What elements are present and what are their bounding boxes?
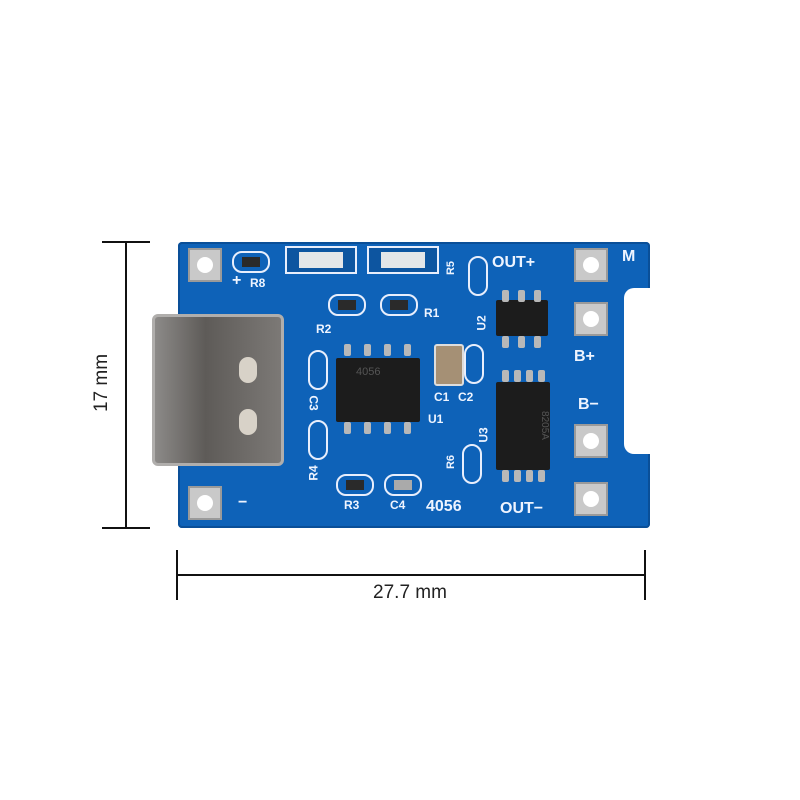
label-c1: C1 (434, 390, 450, 404)
resistor-r1 (380, 294, 418, 316)
capacitor-c4 (384, 474, 422, 496)
height-dimension-bottom-tick (102, 527, 150, 529)
capacitor-c1 (434, 344, 464, 386)
pad-b-plus (574, 302, 608, 336)
label-u3: U3 (476, 427, 491, 443)
capacitor-c3 (308, 350, 328, 390)
label-r5: R5 (445, 260, 458, 276)
capacitor-c2 (464, 344, 484, 384)
label-c2: C2 (458, 390, 474, 404)
resistor-r5 (468, 256, 488, 296)
width-dimension-line (176, 574, 646, 576)
label-model-4056: 4056 (426, 498, 462, 515)
height-dimension-line (125, 241, 127, 529)
led-red (285, 246, 357, 274)
label-m: M (622, 248, 636, 265)
label-b-plus: B+ (574, 348, 595, 365)
height-dimension-label: 17 mm (91, 353, 112, 413)
label-r8: R8 (250, 276, 266, 290)
usb-type-c-connector (152, 314, 284, 466)
label-c3: C3 (306, 395, 321, 411)
chip-u2 (496, 300, 548, 336)
u1-marking: 4056 (356, 366, 381, 378)
label-minus: − (238, 494, 248, 511)
resistor-r2 (328, 294, 366, 316)
label-u1: U1 (428, 412, 444, 426)
pad-out-minus (574, 482, 608, 516)
label-out-minus: OUT− (500, 500, 544, 517)
resistor-r3 (336, 474, 374, 496)
label-out-plus: OUT+ (492, 254, 536, 271)
chip-u3-8205a (496, 382, 550, 470)
pad-bottom-left (188, 486, 222, 520)
width-dimension-label: 27.7 mm (373, 582, 447, 603)
label-b-minus: B− (578, 396, 599, 413)
label-r3: R3 (344, 498, 360, 512)
label-plus: + (232, 272, 242, 289)
resistor-r8 (232, 251, 270, 273)
resistor-r6 (462, 444, 482, 484)
pad-b-minus (574, 424, 608, 458)
label-c4: C4 (390, 498, 406, 512)
chip-u1-tp4056 (336, 358, 420, 422)
label-u2: U2 (474, 315, 489, 331)
pad-m (574, 248, 608, 282)
label-r2: R2 (316, 322, 332, 336)
label-r6: R6 (445, 454, 458, 470)
resistor-r4 (308, 420, 328, 460)
width-dimension-right-tick (644, 550, 646, 600)
pad-top-left (188, 248, 222, 282)
pcb-notch (624, 288, 656, 454)
label-r1: R1 (424, 306, 440, 320)
led-blue (367, 246, 439, 274)
label-r4: R4 (306, 465, 321, 481)
u3-marking: 8205A (538, 411, 550, 440)
